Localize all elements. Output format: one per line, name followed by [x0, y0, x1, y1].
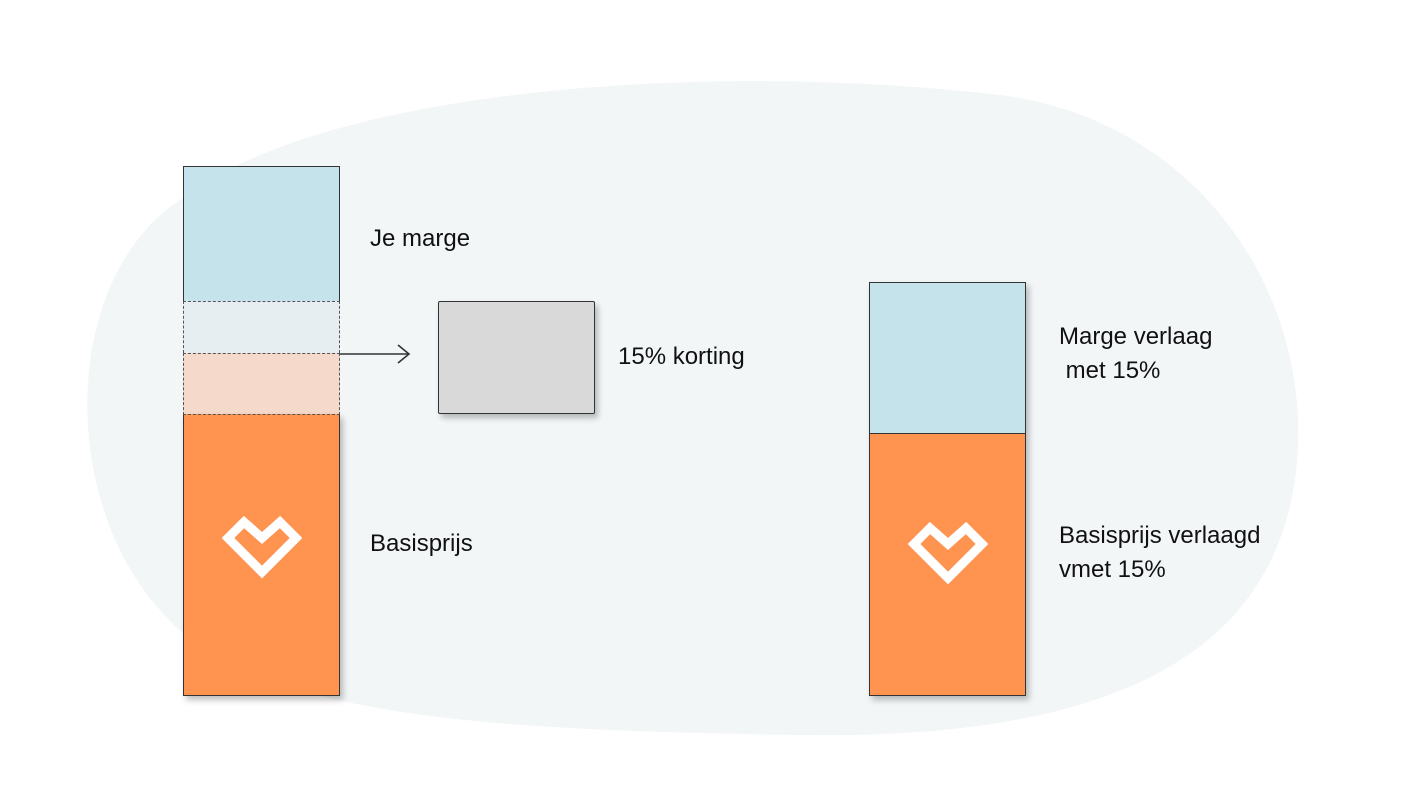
discount-box — [438, 301, 595, 414]
left-price-bar — [183, 166, 340, 696]
right-base-label: Basisprijs verlaagd vmet 15% — [1059, 522, 1261, 583]
heart-diamond-icon — [908, 521, 988, 585]
heart-diamond-icon — [222, 515, 302, 579]
left-base-label: Basisprijs — [370, 530, 473, 557]
right-margin-label: Marge verlaag met 15% — [1059, 323, 1213, 384]
left-base-removed-segment — [183, 353, 340, 415]
left-base-segment — [183, 414, 340, 696]
left-margin-segment — [183, 166, 340, 302]
discount-label: 15% korting — [618, 343, 745, 370]
right-margin-segment — [869, 282, 1026, 434]
left-margin-removed-segment — [183, 301, 340, 353]
arrow-icon — [340, 344, 411, 364]
left-margin-label: Je marge — [370, 225, 471, 252]
right-price-bar — [869, 282, 1026, 696]
right-base-segment — [869, 433, 1026, 696]
